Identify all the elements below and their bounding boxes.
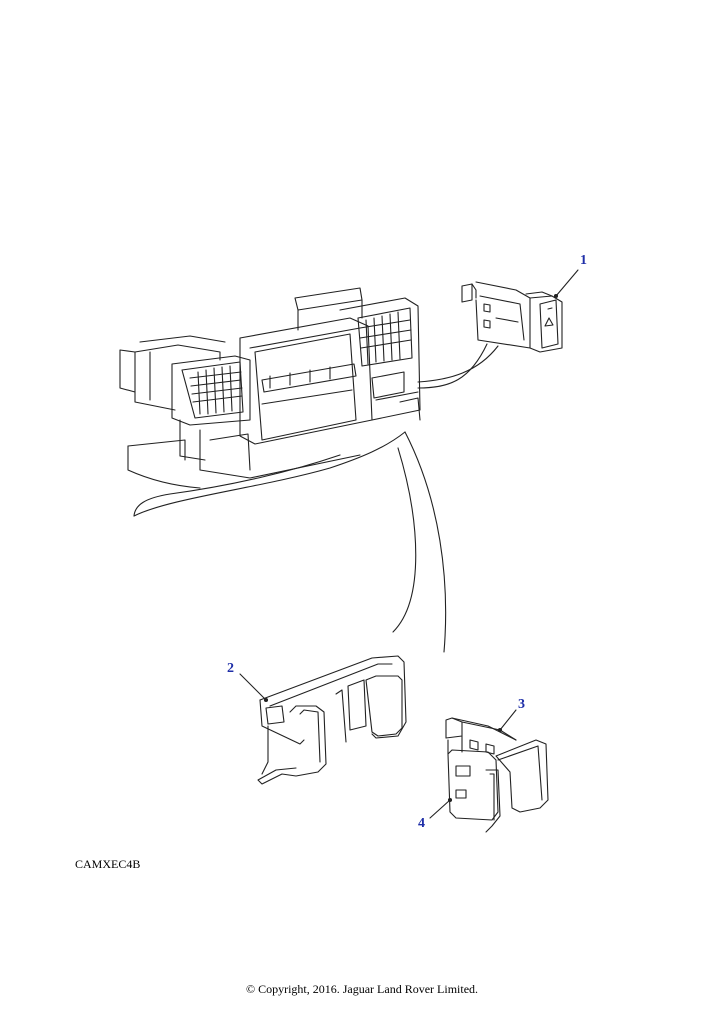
leader-line-1a xyxy=(418,346,498,382)
leader-line-1b xyxy=(418,344,487,388)
callout-4: 4 xyxy=(418,816,425,831)
leader-line-2 xyxy=(393,448,416,632)
dashboard-center-console xyxy=(120,288,420,516)
callout-1: 1 xyxy=(580,253,587,268)
diagram-code: CAMXEC4B xyxy=(75,857,141,871)
callout-2: 2 xyxy=(227,661,234,676)
blanking-switch xyxy=(446,718,548,812)
switch-bracket xyxy=(258,656,406,784)
callout-leader-3 xyxy=(500,710,516,730)
switch-housing xyxy=(448,750,500,832)
callout-3: 3 xyxy=(518,697,525,712)
copyright-notice: © Copyright, 2016. Jaguar Land Rover Lim… xyxy=(245,982,479,996)
hazard-warning-switch xyxy=(462,282,562,352)
callout-leader-4 xyxy=(430,800,450,818)
callout-leader-1 xyxy=(556,270,578,296)
callout-leader-2 xyxy=(240,674,266,700)
leader-line-3 xyxy=(405,432,446,652)
